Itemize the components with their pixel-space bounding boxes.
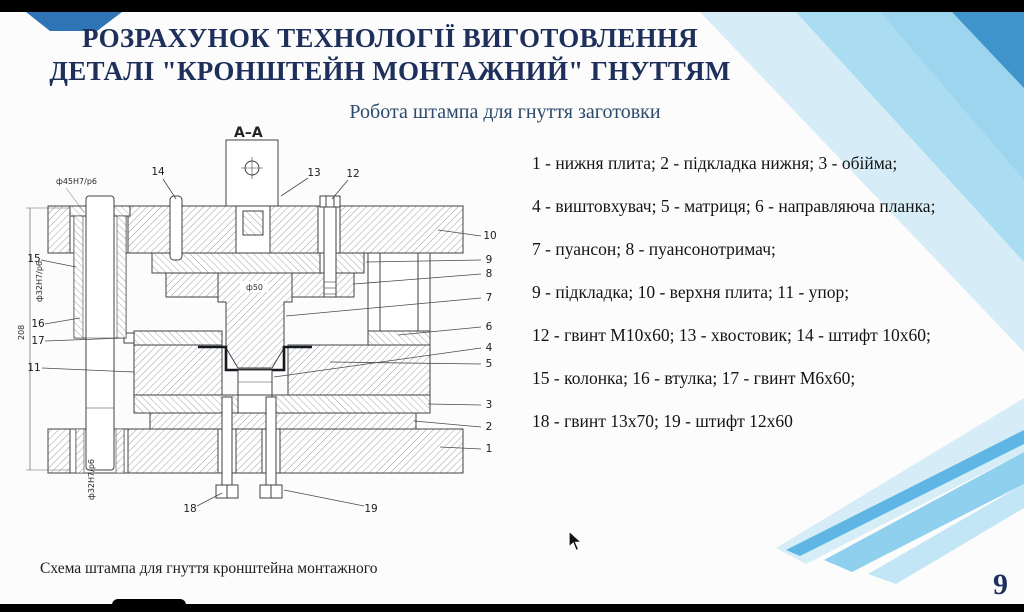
title-line-1: РОЗРАХУНОК ТЕХНОЛОГІЇ ВИГОТОВЛЕННЯ	[82, 23, 698, 53]
dim-d32-left: ф32H7/р6	[35, 261, 44, 302]
callout-4: 4	[486, 342, 493, 354]
callout-19: 19	[364, 503, 377, 515]
dim-height: 208	[18, 325, 26, 340]
legend-line-5: 12 - гвинт М10х60; 13 - хвостовик; 14 - …	[532, 325, 931, 345]
page-title: РОЗРАХУНОК ТЕХНОЛОГІЇ ВИГОТОВЛЕННЯ ДЕТАЛ…	[20, 22, 760, 88]
callout-15: 15	[27, 253, 40, 265]
title-line-2: ДЕТАЛІ "КРОНШТЕЙН МОНТАЖНИЙ" ГНУТТЯМ	[49, 56, 731, 86]
matrix	[133, 344, 431, 396]
punch	[217, 272, 293, 369]
callout-18: 18	[183, 503, 196, 515]
mouse-cursor	[568, 530, 584, 552]
callout-3: 3	[486, 399, 493, 411]
pin	[169, 195, 183, 261]
top-black-bar	[0, 0, 1024, 12]
figure-caption: Схема штампа для гнуття кронштейна монта…	[40, 560, 378, 577]
section-label: А–А	[234, 125, 263, 141]
dimensions: 208 ф45H7/р6 ф32H7/р6 ф32H7/р6 ф50 А–А	[18, 125, 263, 500]
bottom-bolts	[215, 396, 283, 499]
callout-7: 7	[486, 292, 493, 304]
ribbon-bottom-mid	[824, 452, 1024, 572]
callout-14: 14	[151, 166, 165, 178]
shank	[225, 139, 279, 207]
legend-line-1: 1 - нижня плита; 2 - підкладка нижня; 3 …	[532, 153, 898, 173]
legend-list: 1 - нижня плита; 2 - підкладка нижня; 3 …	[532, 153, 1012, 454]
guide-column	[69, 195, 131, 474]
screw-m10	[319, 195, 341, 298]
retainer	[133, 394, 431, 414]
callout-labels: 10 9 8 7 6 4 5 3 2 1 13 12 14 15 16 17 1…	[27, 166, 496, 515]
callout-12: 12	[346, 168, 359, 180]
lower-backing-plate	[149, 412, 417, 430]
technical-drawing: 208 ф45H7/р6 ф32H7/р6 ф32H7/р6 ф50 А–А	[18, 125, 497, 515]
legend-line-2: 4 - виштовхувач; 5 - матриця; 6 - направ…	[532, 196, 936, 216]
callout-1: 1	[486, 443, 493, 455]
dim-d32-bottom: ф32H7/р6	[87, 459, 96, 500]
bottom-black-bar	[0, 604, 1024, 612]
callout-6: 6	[486, 321, 493, 333]
callout-16: 16	[31, 318, 45, 330]
dim-d45: ф45H7/р6	[56, 177, 97, 186]
callout-8: 8	[486, 268, 493, 280]
ejector	[237, 369, 273, 396]
callout-10: 10	[483, 230, 496, 242]
legend-line-4: 9 - підкладка; 10 - верхня плита; 11 - у…	[532, 282, 850, 302]
page-number: 9	[993, 568, 1008, 601]
callout-2: 2	[486, 421, 493, 433]
dim-d50: ф50	[246, 283, 263, 292]
legend-line-6: 15 - колонка; 16 - втулка; 17 - гвинт М6…	[532, 368, 856, 388]
ribbon-top-dark	[952, 12, 1024, 88]
callout-leaders	[40, 177, 482, 507]
callout-13: 13	[307, 167, 320, 179]
subtitle: Робота штампа для гнуття заготовки	[349, 101, 661, 123]
guide-block	[367, 252, 431, 346]
callout-17: 17	[31, 335, 44, 347]
callout-9: 9	[486, 254, 493, 266]
callout-5: 5	[486, 358, 493, 370]
legend-line-7: 18 - гвинт 13х70; 19 - штифт 12х60	[532, 411, 793, 431]
left-strip	[123, 330, 223, 346]
legend-line-3: 7 - пуансон; 8 - пуансонотримач;	[532, 239, 776, 259]
callout-11: 11	[27, 362, 40, 374]
die-body	[47, 139, 464, 499]
